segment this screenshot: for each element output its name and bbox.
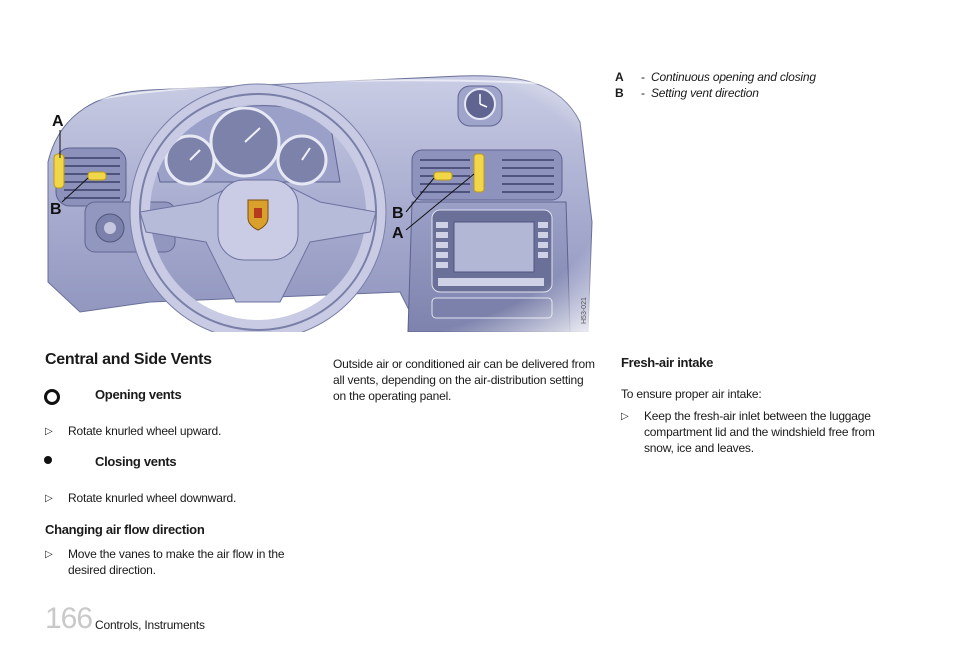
airflow-step-line: desired direction. (68, 563, 156, 577)
paragraph-line: on the operating panel. (333, 389, 452, 403)
fresh-air-intro: To ensure proper air intake: (621, 387, 762, 401)
fresh-air-step: ▷ Keep the fresh-air inlet between the l… (621, 408, 875, 456)
legend-separator: - (641, 86, 645, 100)
figure-legend: A - Continuous opening and closing B - S… (615, 69, 816, 101)
fresh-air-heading: Fresh-air intake (621, 355, 714, 370)
filled-circle-icon (44, 456, 52, 464)
opening-step: ▷ Rotate knurled wheel upward. (45, 423, 221, 440)
airflow-heading: Changing air flow direction (45, 522, 205, 537)
legend-key: B (615, 86, 624, 100)
air-delivery-paragraph: Outside air or conditioned air can be de… (333, 356, 595, 404)
fresh-air-step-line: snow, ice and leaves. (644, 441, 754, 455)
airflow-step: ▷ Move the vanes to make the air flow in… (45, 546, 285, 578)
fresh-air-step-line: compartment lid and the windshield free … (644, 425, 875, 439)
bullet-triangle-icon: ▷ (45, 426, 53, 437)
paragraph-line: all vents, depending on the air-distribu… (333, 373, 584, 387)
bullet-triangle-icon: ▷ (45, 549, 53, 560)
bullet-triangle-icon: ▷ (45, 493, 53, 504)
opening-vents-heading: Opening vents (95, 387, 182, 402)
figure-code: H53-021 (581, 297, 588, 324)
legend-separator: - (641, 70, 645, 84)
dashboard-illustration: A B B A H53-021 (40, 62, 596, 332)
closing-step: ▷ Rotate knurled wheel downward. (45, 490, 236, 507)
open-circle-icon (44, 389, 60, 405)
bullet-triangle-icon: ▷ (621, 411, 629, 422)
opening-step-text: Rotate knurled wheel upward. (68, 424, 222, 438)
legend-key: A (615, 70, 624, 84)
fresh-air-step-line: Keep the fresh-air inlet between the lug… (644, 409, 871, 423)
legend-item: A - Continuous opening and closing (615, 69, 816, 85)
page-section-name: Controls, Instruments (95, 618, 205, 632)
closing-vents-heading: Closing vents (95, 454, 177, 469)
section-title: Central and Side Vents (45, 351, 212, 368)
legend-text: Continuous opening and closing (651, 70, 816, 84)
page-number: 166 (45, 602, 93, 635)
legend-item: B - Setting vent direction (615, 85, 816, 101)
airflow-step-line: Move the vanes to make the air flow in t… (68, 547, 285, 561)
closing-step-text: Rotate knurled wheel downward. (68, 491, 237, 505)
legend-text: Setting vent direction (651, 86, 759, 100)
paragraph-line: Outside air or conditioned air can be de… (333, 357, 595, 371)
